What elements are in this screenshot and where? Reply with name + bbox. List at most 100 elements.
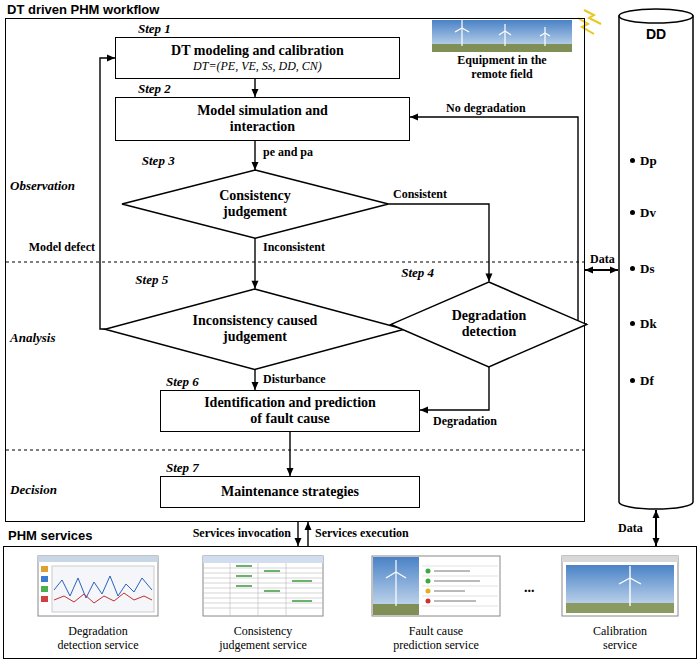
screenshot-degradation [38, 556, 158, 616]
bullet-dot [630, 158, 635, 163]
arrowhead [485, 274, 492, 282]
screenshot-consistency [203, 583, 323, 584]
edge-label: Disturbance [262, 372, 327, 386]
step-label: Step 7 [166, 460, 199, 475]
screenshot-fault-prediction [422, 576, 498, 577]
step-formula: DT=(PE, VE, Ss, DD, CN) [193, 59, 322, 73]
screenshot-fault-prediction [422, 586, 498, 587]
screenshot-consistency [236, 566, 312, 601]
screenshot-fault-prediction [396, 572, 406, 578]
screenshot-consistency [203, 593, 323, 594]
screenshot-calibration [619, 578, 630, 584]
bullet-dot [630, 378, 635, 383]
wireless-signal [578, 10, 601, 34]
screenshot-calibration [562, 556, 678, 616]
connector [420, 366, 489, 413]
decision-text: Inconsistency caused judgement [180, 313, 330, 345]
decision-text: Degradation detection [439, 308, 539, 340]
screenshot-fault-prediction [395, 572, 396, 606]
edge-label: pe and pa [262, 145, 314, 159]
screenshot-calibration [629, 578, 630, 606]
workflow-frame: DT driven PHM workflowStep 1DT modeling … [5, 18, 585, 522]
edge-label: Services invocation [192, 526, 292, 540]
screenshot-fault-prediction [373, 557, 419, 615]
screenshot-consistency [203, 598, 323, 599]
turbine-photo [544, 27, 545, 33]
screenshot-consistency [203, 568, 323, 569]
screenshot-degradation [41, 586, 48, 592]
text-group: Inconsistency caused judgement [180, 313, 330, 345]
data-item: Dp [640, 153, 657, 168]
ellipsis: ... [524, 580, 535, 596]
wireless-signal [584, 10, 601, 24]
phase-divider [6, 262, 584, 263]
arrowhead [251, 382, 258, 390]
decision-diamond: Step 4Degradation detection [391, 282, 587, 367]
service-item: Consistency judgement service [183, 552, 343, 654]
screenshot-consistency [236, 575, 252, 577]
step-label: Step 2 [138, 81, 171, 96]
connector [585, 267, 618, 274]
screenshot-fault-prediction [434, 571, 480, 601]
screenshot-calibration [562, 556, 678, 562]
screenshot-consistency [203, 556, 323, 616]
screenshot-consistency [203, 588, 323, 589]
caption-row: Consistency judgement service [183, 624, 343, 652]
data-item: Dv [640, 205, 656, 220]
edge-label: Services execution [314, 526, 410, 540]
screenshot-degradation [54, 593, 152, 603]
caption-row: Calibration service [545, 624, 695, 652]
arrowhead [420, 407, 428, 414]
process-box: Step 1DT modeling and calibrationDT=(PE,… [115, 37, 400, 79]
screenshot-fault-prediction [422, 566, 498, 606]
step-title: Maintenance strategies [221, 484, 359, 500]
screenshot-consistency [292, 580, 312, 582]
turbine-photo [544, 33, 545, 46]
text-group: Model simulation and interaction [178, 103, 348, 135]
text-group: Fault cause prediction service [386, 624, 486, 652]
diamond-shape [122, 170, 388, 238]
phase-label: Observation [10, 178, 75, 193]
screenshot-calibration [629, 566, 630, 578]
text-group: Degradation detection [439, 308, 539, 340]
process-box: Step 7Maintenance strategies [160, 476, 420, 508]
turbine-photo [540, 33, 545, 36]
data-item: Ds [640, 261, 654, 276]
arrowhead [252, 162, 259, 170]
screenshot-consistency [203, 578, 323, 579]
arrowhead [653, 538, 660, 546]
screenshot-consistency [203, 556, 323, 563]
screenshot-consistency [264, 570, 280, 572]
turbine-photo [455, 20, 550, 46]
turbine-photo [432, 20, 572, 52]
turbine-photo [432, 44, 572, 52]
screenshot-fault-prediction [434, 591, 465, 592]
service-item: Fault cause prediction service [356, 552, 516, 654]
screenshot-fault-prediction [372, 556, 500, 616]
decision-diamond: Step 5Inconsistency caused judgement [105, 289, 404, 369]
cylinder-outline [618, 8, 694, 510]
screenshot-consistency [292, 600, 312, 602]
decision-diamond: Step 3Consistency judgement [122, 170, 388, 238]
connector [251, 238, 258, 289]
screenshot-fault-prediction [426, 589, 431, 594]
phase-divider [6, 450, 584, 451]
edge-label: Consistent [392, 187, 448, 201]
arrowhead [295, 538, 302, 546]
bullet-dot [630, 210, 635, 215]
caption-row: Fault cause prediction service [356, 624, 516, 652]
bullet-dot [630, 266, 635, 271]
service-item: Degradation detection service [18, 552, 178, 654]
connector [388, 204, 492, 282]
turbine-photo [432, 20, 572, 52]
screenshot-fault-prediction [434, 601, 476, 602]
text-group: Consistency judgement [200, 188, 310, 220]
bullet-dot [630, 321, 635, 326]
step-title: Identification and prediction of fault c… [198, 395, 383, 427]
arrowhead [653, 510, 660, 518]
decision-text: Consistency judgement [200, 188, 310, 220]
data-item: Dk [640, 316, 657, 331]
screenshot-consistency [258, 563, 259, 616]
connector [252, 79, 259, 97]
step-title: Model simulation and interaction [178, 103, 348, 135]
